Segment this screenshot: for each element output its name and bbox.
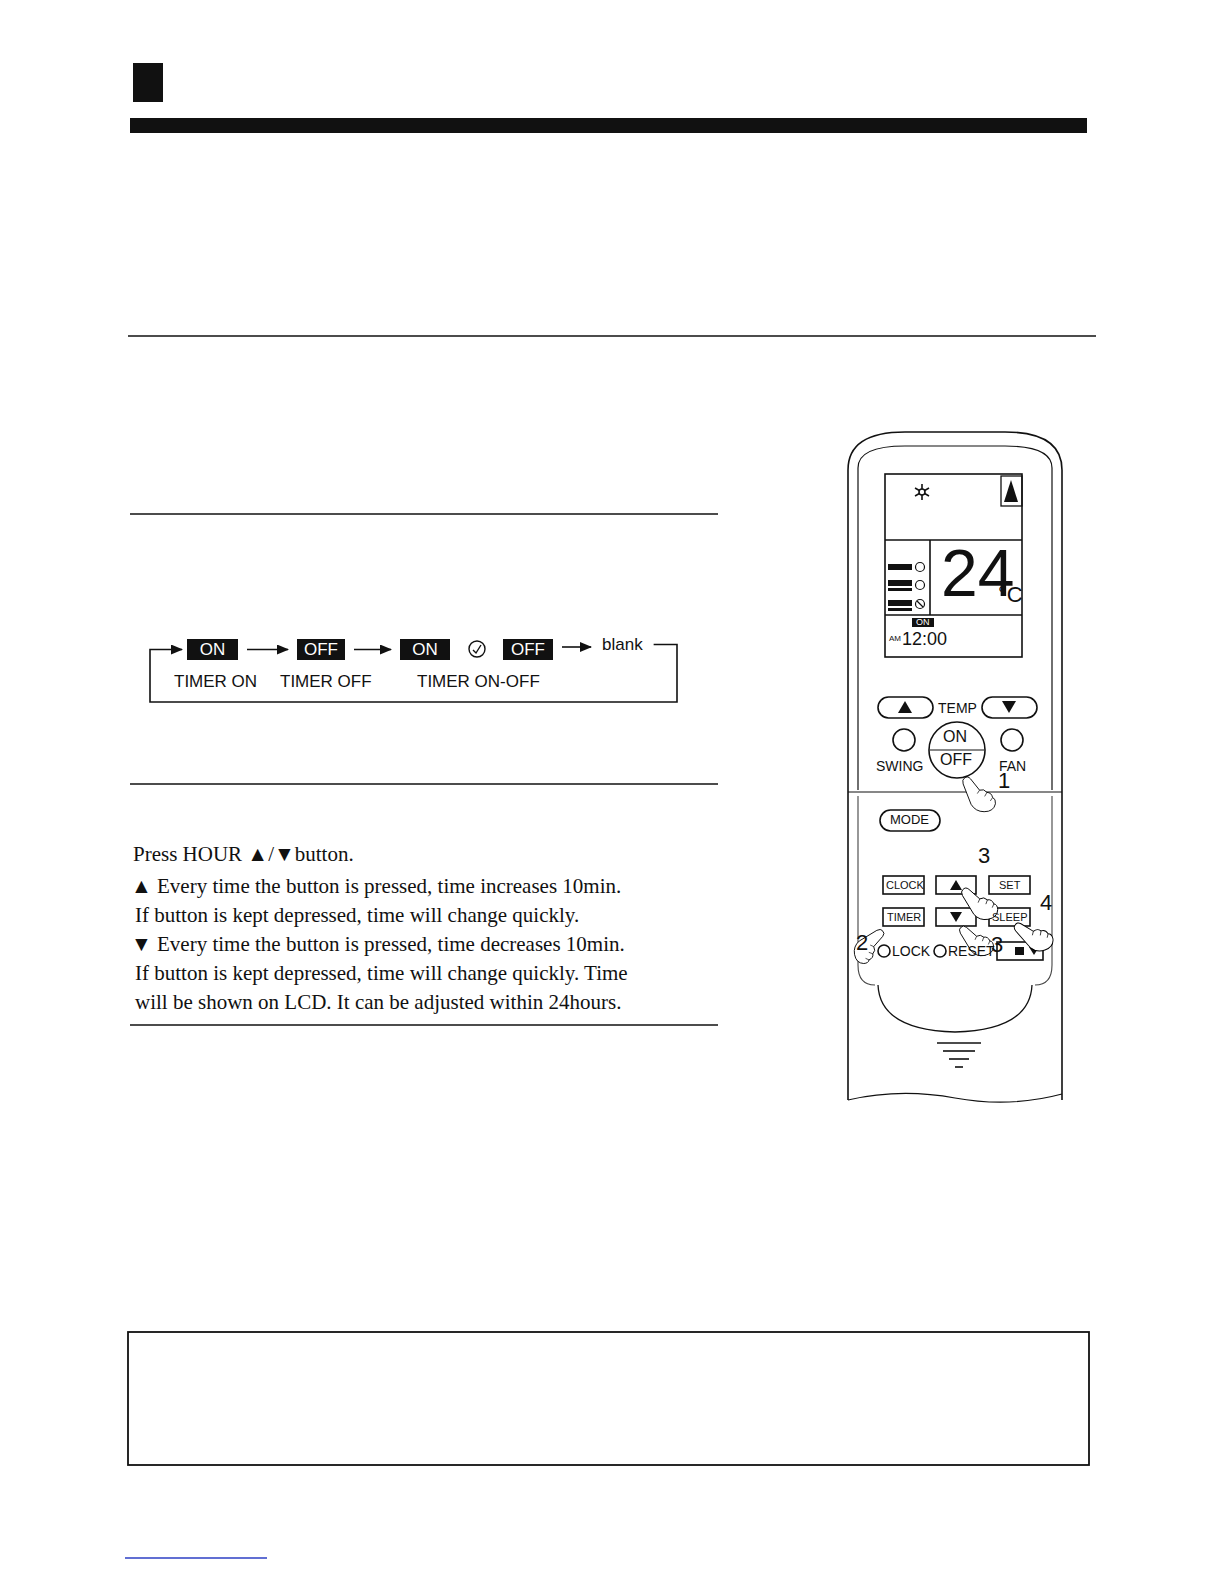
timer-end-node: blank xyxy=(600,635,645,654)
rule xyxy=(130,513,718,515)
instruction-text: If button is kept depressed, time will c… xyxy=(135,961,628,985)
button-label: SET xyxy=(999,879,1020,892)
rule xyxy=(128,335,1096,337)
node-text: blank xyxy=(602,635,643,654)
rule xyxy=(130,783,718,785)
lcd-timer-flag: ON xyxy=(912,618,934,627)
node-text: OFF xyxy=(509,640,547,659)
pointing-hand xyxy=(851,777,1056,965)
callout-number: 4 xyxy=(1040,890,1052,915)
callout-number: 1 xyxy=(998,768,1010,793)
button-label: SWING xyxy=(876,758,923,774)
button-label: TEMP xyxy=(938,700,977,716)
callout-number: 2 xyxy=(856,930,868,955)
mode-caption: TIMER ON-OFF xyxy=(417,672,540,692)
button-label: SLEEP xyxy=(992,911,1027,924)
instruction-text: If button is kept depressed, time will c… xyxy=(135,903,579,927)
button-label: ON xyxy=(943,728,967,746)
clock-symbol xyxy=(469,641,485,657)
instruction-text: ▼ Every time the button is pressed, time… xyxy=(131,932,625,956)
timer-state-box: OFF xyxy=(503,639,553,660)
link-line xyxy=(125,1557,267,1559)
callout-number: 3 xyxy=(991,932,1003,957)
node-text: OFF xyxy=(303,640,339,659)
node-text: ON xyxy=(406,640,444,659)
note-box xyxy=(128,1332,1089,1465)
rule xyxy=(130,1024,718,1026)
button-label: OFF xyxy=(940,751,972,769)
mode-caption: TIMER ON xyxy=(174,672,257,692)
timer-state-box: ON xyxy=(400,639,450,660)
mode-caption: TIMER OFF xyxy=(280,672,372,692)
header-bar xyxy=(130,118,1087,133)
instruction-text: Press HOUR ▲/▼button. xyxy=(133,842,354,866)
timer-state-box: ON xyxy=(187,639,238,660)
button-label: MODE xyxy=(890,813,929,828)
flow-arrow xyxy=(247,649,288,651)
button-label: TIMER xyxy=(887,911,921,924)
flow-arrow xyxy=(562,646,591,648)
instruction-text: will be shown on LCD. It can be adjusted… xyxy=(135,990,621,1014)
callout-number: 3 xyxy=(978,843,990,868)
node-text: ON xyxy=(193,640,232,659)
section-mark xyxy=(133,63,163,102)
lcd-clock: 12:00 xyxy=(902,629,947,650)
remote-control xyxy=(848,432,1062,1102)
lcd-ampm: AM xyxy=(889,634,901,643)
instruction-text: ▲ Every time the button is pressed, time… xyxy=(131,874,621,898)
timer-state-box: OFF xyxy=(297,639,345,660)
lcd-unit: °C xyxy=(998,582,1023,607)
flow-arrow xyxy=(354,649,391,651)
button-label: RESET xyxy=(948,943,995,959)
button-label: LOCK xyxy=(892,943,930,959)
button-label: CLOCK xyxy=(886,879,924,892)
